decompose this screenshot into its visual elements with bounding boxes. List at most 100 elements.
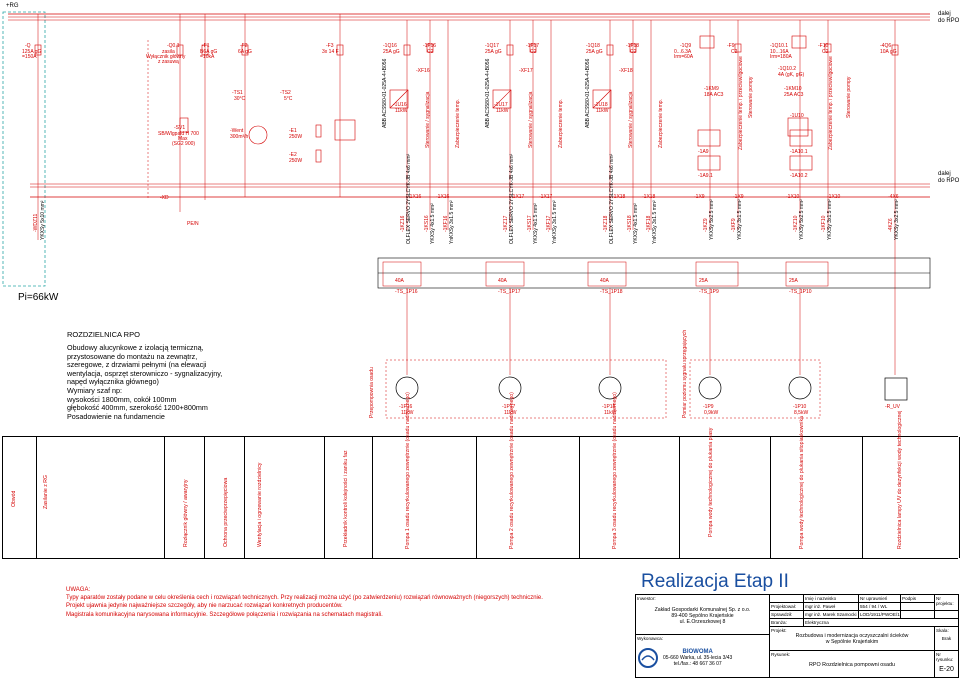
device-1q16-sub: 25A gG [383, 49, 400, 55]
device-ts1: -TS1 [232, 90, 243, 96]
device-1f17-sub: C2 [530, 49, 537, 55]
switch-name-1: -TS_1P16 [395, 289, 418, 295]
device-1km10-sub: 25A AC3 [784, 92, 804, 98]
drawing-no-label: Nr rysunku: [936, 652, 954, 662]
switch-rating-2: 40A [498, 278, 507, 284]
company-logo-icon [638, 648, 658, 668]
device-f1-sub2: =10kA [200, 54, 215, 60]
device-xd: -XD [160, 195, 169, 201]
description-line: wentylacja, osprzęt sterowniczo - sygnal… [67, 368, 223, 378]
device-1q10: -1Q10.1 [770, 43, 789, 49]
circuit-label-8: Pompa 3 osadu recyrkulowanego zewnętrzni… [612, 392, 618, 549]
circuit-description-row: Obwód Zasilanie z RG Rozłącznik główny /… [2, 392, 960, 559]
cable-wdz11: -WDZ11 [33, 213, 39, 232]
terminal-x9b: -1X9 [733, 194, 744, 200]
device-4q6: -4Q6 [880, 43, 892, 49]
branch: Elektryczna [804, 619, 958, 627]
circuit-label-7: Pompa 2 osadu recyrkulowanego zewnętrzni… [509, 392, 515, 549]
motor-1p9: -1P9 [703, 404, 714, 410]
device-f2-sub1: 6A gG [238, 49, 252, 55]
device-1q9-sub1: 0...6.3A [674, 49, 692, 55]
device-f3: -F3 [326, 43, 334, 49]
device-1u16: -1U16 [393, 102, 407, 108]
device-1km10: -1KM10 [784, 86, 802, 92]
switch-rating-1: 40A [395, 278, 404, 284]
row2-perm: LOD/1911/PWOE/12 [859, 611, 901, 619]
description-line: Wymiary szaf np: [67, 385, 123, 395]
device-f10: -F10 [818, 43, 829, 49]
motor-1p17-sub: 11kW [504, 410, 517, 416]
device-1q18-sub: 25A gG [586, 49, 603, 55]
switch-name-3: -TS_1P18 [600, 289, 623, 295]
switch-rating-3: 40A [600, 278, 609, 284]
cable-k6-spec: YKXSy 3x2.5 mm² [894, 199, 900, 240]
next-label-bottom-2: do RPO [938, 178, 960, 184]
device-q-sub2: =150A [22, 54, 37, 60]
device-1a10: -1A10.1 [790, 149, 808, 155]
device-q-sub1: 125A gG [22, 49, 42, 55]
device-xf16: -XF16 [416, 68, 430, 74]
note: UWAGA: Typy aparatów zostały podane w ce… [66, 586, 543, 619]
branch-label: Branża: [770, 619, 804, 627]
device-e1: -E1 [289, 128, 297, 134]
scale: Brak [941, 636, 952, 641]
row2-role: Sprawdził: [770, 611, 804, 619]
col-sign: Podpis [901, 595, 935, 603]
device-1q17-sub: 25A gG [485, 49, 502, 55]
circuit-label-3: Ochrona przeciwprzepięciowa [223, 477, 229, 547]
device-1km9-sub: 18A AC3 [704, 92, 724, 98]
device-1q9: -1Q9 [680, 43, 692, 49]
vtext-ster18: Sterowanie / sygnalizacja [628, 91, 634, 148]
company-addr: 05-660 Warka, ul. 35-lecia 3/43 [663, 655, 733, 661]
device-1u18-sub: 11kW [596, 108, 609, 114]
description-title: ROZDZIELNICA RPO [67, 330, 140, 339]
device-ts2-sub1: 5°C [284, 96, 293, 102]
signature-1 [901, 603, 935, 611]
device-q01: -Q0.1 [167, 43, 180, 49]
device-f1-sub1: B6A gG [200, 49, 218, 55]
cable-kf9-spec: YKXSy 3x1.5 mm² [737, 199, 743, 240]
device-1q10-sub1: 10...16A [770, 49, 789, 55]
device-1f18-sub: C2 [630, 49, 637, 55]
vtext-zab9: Zabezpieczenie temp. i przeciwwilgociowe [738, 56, 744, 150]
row1-name: mgr inż. Paweł Gajorowski [804, 603, 859, 611]
circuit-label-5: Przekładnik kontroli kolejności i zaniku… [343, 450, 349, 547]
device-1q102: -1Q10.2 [778, 66, 797, 72]
device-pe: PE/N [187, 221, 199, 227]
cable-kz17-spec: OLFLEX SERVO 2YSLCYK-JB 4x6 mm² [509, 153, 515, 244]
note-title: UWAGA: [66, 587, 91, 593]
cable-ks18-spec: YKXSy 4x1.5 mm² [633, 203, 639, 244]
next-label-top: dalej [938, 11, 951, 17]
device-e2: -E2 [289, 152, 297, 158]
device-went: -Went [230, 128, 244, 134]
motor-1p17: -1P17 [502, 404, 516, 410]
cable-kf18-spec: YnKXSy 3x1.5 mm² [652, 200, 658, 244]
col-name: Imię i nazwisko [804, 595, 859, 603]
terminal-x18a: -1X18 [612, 194, 626, 200]
motor-1p18: -1P18 [602, 404, 616, 410]
rg-label: +RG [6, 3, 19, 9]
device-1q16: -1Q16 [383, 43, 397, 49]
motor-r-uv: -R_UV [885, 404, 901, 410]
col-proj: Nr projektu: [935, 595, 958, 611]
device-1f18: -1F18 [626, 43, 640, 49]
device-ts2: -TS2 [280, 90, 291, 96]
device-1q10-sub2: Irm=180A [770, 54, 792, 60]
circuit-label-9: Pompa wody technologicznej do płukania p… [708, 427, 714, 537]
vtext-abb16: ABB ACS580-01-025A-4+B056 [382, 58, 388, 128]
company-name: BIOWOMA [682, 649, 713, 655]
device-f3-sub1: 3x 14 F [322, 49, 339, 55]
device-q01-sub2: Wyłącznik główny [146, 54, 186, 60]
vtext-zab10: Zabezpieczenie temp. i przeciwwilgociowe [828, 56, 834, 150]
cable-kf17-spec: YnKXSy 3x1.5 mm² [552, 200, 558, 244]
motor-1p10-sub: 8,5kW [794, 410, 809, 416]
vtext-zab17: Zabezpieczenie temp. [558, 99, 564, 148]
terminal-x6: -4X6 [888, 194, 899, 200]
device-xf18: -XF18 [619, 68, 633, 74]
note-line: Projekt ujawnia jedynie najważniejsze sz… [66, 603, 343, 610]
switch-rating-4: 25A [699, 278, 708, 284]
circuit-label-2: Rozłącznik główny / awaryjny [183, 479, 189, 547]
investor-line: Zakład Gospodarki Komunalnej Sp. z o.o. [654, 607, 751, 613]
terminal-x10a: -1X10 [786, 194, 800, 200]
